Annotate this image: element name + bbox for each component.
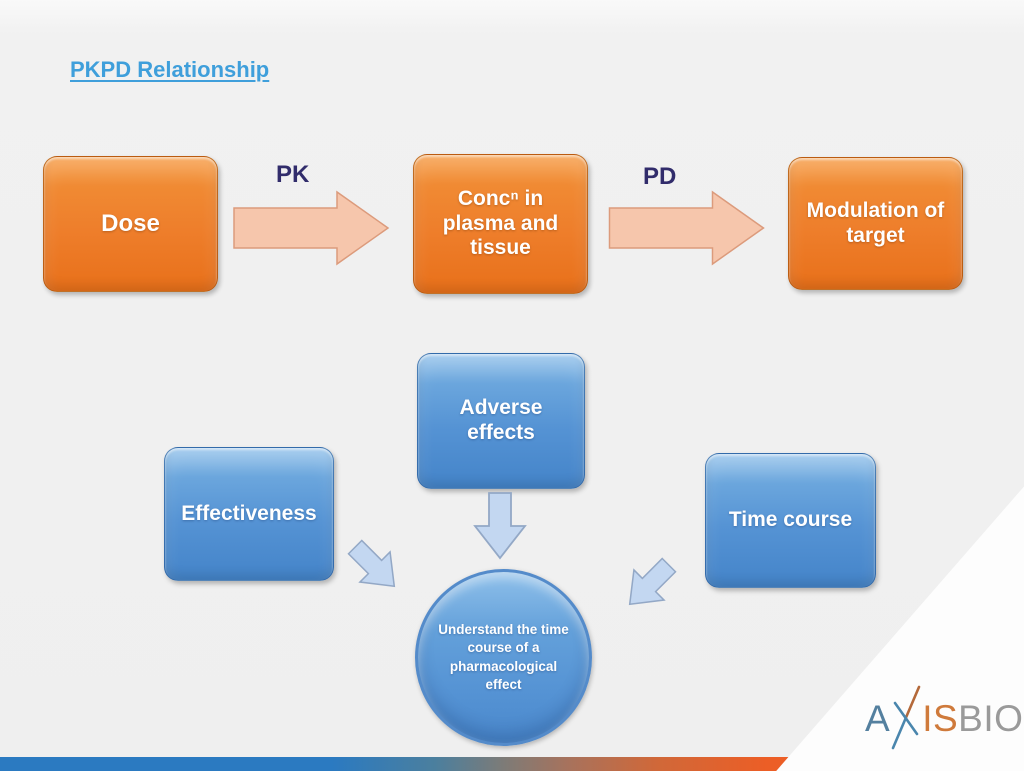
down-left-arrow-icon <box>628 557 677 606</box>
flow-box-modulation-label: Modulation of target <box>806 198 945 247</box>
logo-text-is: IS <box>922 698 959 739</box>
footer-gradient-bar <box>0 757 791 771</box>
flow-box-concentration-label: Concⁿ in plasma and tissue <box>442 186 559 260</box>
pd-label: PD <box>643 163 677 190</box>
factor-box-effectiveness: Effectiveness <box>164 447 334 581</box>
pk-right-arrow-icon <box>233 190 390 266</box>
factor-box-time-course: Time course <box>705 453 876 588</box>
factor-box-effectiveness-label: Effectiveness <box>181 501 317 525</box>
flow-box-dose-label: Dose <box>101 209 160 237</box>
down-arrow-icon <box>473 492 527 560</box>
logo-text-a: A <box>865 698 891 739</box>
pd-right-arrow-icon <box>608 190 765 266</box>
factor-box-time-course-label: Time course <box>728 508 853 532</box>
down-right-arrow-icon <box>347 539 396 588</box>
goal-circle: Understand the time course of a pharmaco… <box>415 569 592 746</box>
flow-box-dose: Dose <box>43 156 218 292</box>
pk-label: PK <box>276 161 310 188</box>
page-title: PKPD Relationship <box>70 57 270 82</box>
flow-box-modulation: Modulation of target <box>788 157 963 290</box>
goal-circle-label: Understand the time course of a pharmaco… <box>438 622 569 692</box>
logo-text-bio: BIO <box>958 698 1024 739</box>
flow-box-concentration: Concⁿ in plasma and tissue <box>413 154 588 294</box>
logo-x-icon <box>891 685 921 750</box>
factor-box-adverse-effects-label: Adverse effects <box>459 396 543 444</box>
factor-box-adverse-effects: Adverse effects <box>417 353 585 489</box>
